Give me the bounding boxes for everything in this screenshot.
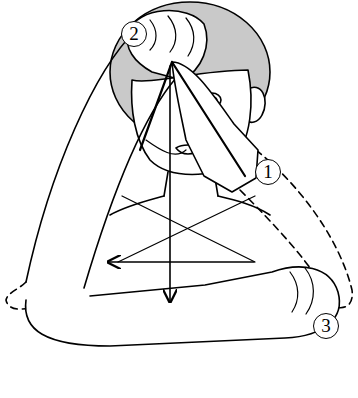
callout-number: 3 (313, 313, 339, 339)
fist-fingers (150, 16, 194, 56)
upper-arm (26, 30, 136, 282)
callout-number: 2 (121, 21, 147, 47)
upper-arm (84, 78, 176, 288)
shoulders (110, 196, 270, 215)
fist-fingers (290, 268, 313, 314)
motion-arrow (169, 66, 171, 302)
shirt-cross (118, 196, 255, 262)
hand (146, 140, 186, 154)
finger-lines (140, 62, 245, 176)
motion-arrow (108, 261, 254, 263)
previous-position (240, 190, 318, 280)
callout-number: 1 (255, 159, 281, 185)
forearm (26, 267, 340, 346)
